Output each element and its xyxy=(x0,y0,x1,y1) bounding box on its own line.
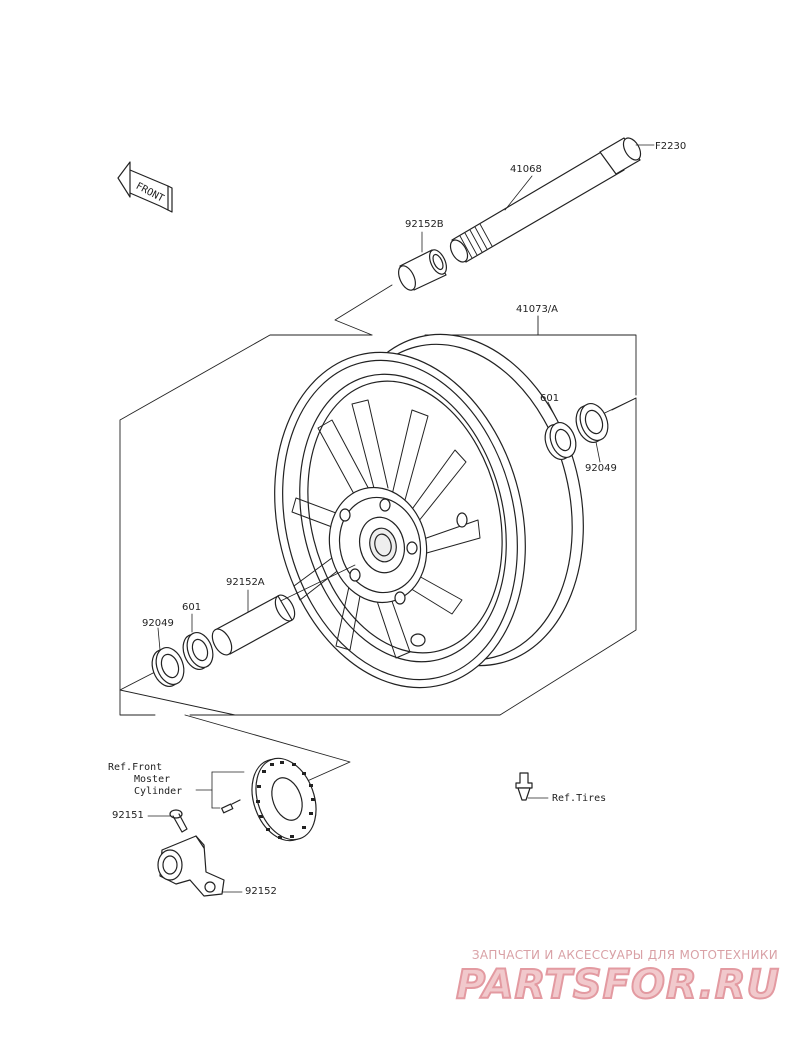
wheel-41073a xyxy=(274,333,584,689)
label-92151: 92151 xyxy=(112,810,144,821)
bearing-601-right xyxy=(544,421,577,461)
sensor-rotor xyxy=(251,757,317,842)
tire-valve xyxy=(515,772,533,801)
label-601-left: 601 xyxy=(182,602,202,613)
front-arrow-icon: FRONT xyxy=(117,161,173,213)
seal-92049-right xyxy=(575,403,609,443)
screw-small xyxy=(221,799,241,814)
watermark-logo: PARTSFOR.RU xyxy=(455,961,780,1009)
bearing-601-left xyxy=(182,631,214,671)
ref-master-cylinder-line-2: Moster xyxy=(134,774,171,785)
label-92049-right: 92049 xyxy=(585,463,617,474)
axle-41068 xyxy=(449,137,642,263)
ref-master-cylinder-line-3: Cylinder xyxy=(134,786,183,797)
label-92152a: 92152A xyxy=(226,577,265,588)
label-41073a: 41073/A xyxy=(516,304,559,315)
assembly-boundary xyxy=(119,284,637,716)
collar-92152a xyxy=(211,594,296,656)
label-92152: 92152 xyxy=(245,886,277,897)
bolt-92151 xyxy=(169,809,188,833)
ref-tires-label: Ref.Tires xyxy=(552,793,607,804)
label-92152b: 92152B xyxy=(405,219,444,230)
label-41068: 41068 xyxy=(510,164,542,175)
label-f2230: F2230 xyxy=(655,141,687,152)
ref-master-cylinder-line-1: Ref.Front xyxy=(108,762,163,773)
collar-92152b xyxy=(398,249,447,291)
seal-92049-left xyxy=(151,647,185,687)
label-601-right: 601 xyxy=(540,393,560,404)
label-92049-left: 92049 xyxy=(142,618,174,629)
watermark-tagline: ЗАПЧАСТИ И АКСЕССУАРЫ ДЛЯ МОТОТЕХНИКИ xyxy=(471,948,778,962)
bracket-92152 xyxy=(157,835,225,897)
